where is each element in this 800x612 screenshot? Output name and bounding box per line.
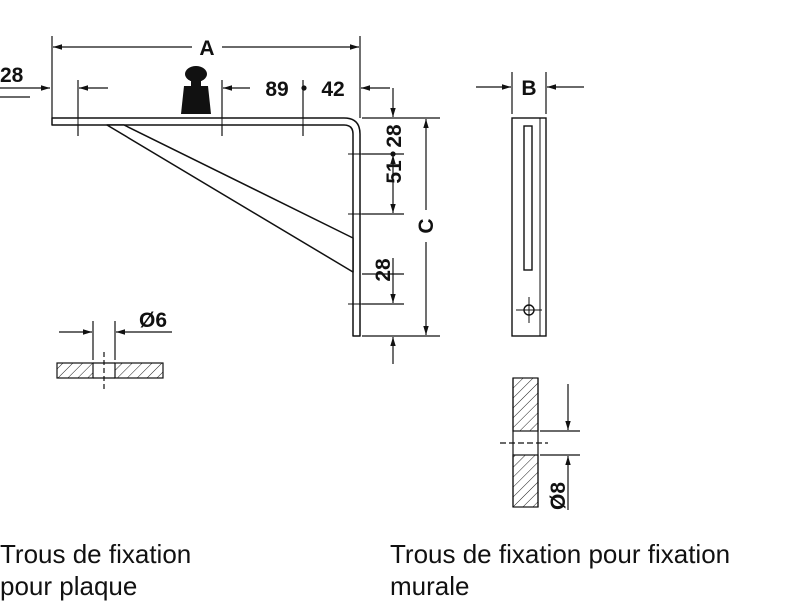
dimension-left-offset: [0, 80, 108, 136]
dimension-left-offset-label: 28: [0, 64, 24, 87]
dimension-hole-wall-label: Ø8: [547, 482, 570, 510]
dimension-28-top-label: 28: [383, 124, 406, 148]
bracket-profile: [51, 117, 361, 337]
dimension-89-label: 89: [265, 78, 288, 101]
bracket-hole-marks: [77, 113, 366, 305]
bracket-front-view: [511, 117, 547, 337]
dimension-51-label: 51: [383, 160, 406, 184]
caption-wall-holes: Trous de fixation pour fixation murale: [390, 539, 731, 601]
weight-icon: [181, 66, 211, 114]
dimension-separator-dot: [301, 85, 307, 91]
dimension-a: [51, 36, 361, 118]
plate-hole-detail: [56, 321, 172, 389]
dimension-separator-dot: [390, 151, 396, 157]
dimension-c-label: C: [415, 218, 438, 233]
bracket-slot: [523, 125, 533, 271]
dimension-a-label: A: [199, 37, 214, 60]
dimension-42-label: 42: [321, 78, 344, 101]
bracket-side-view: [51, 117, 361, 337]
wall-hole-detail: [500, 377, 580, 510]
dimension-b: [476, 72, 584, 114]
dimension-hole-plate-label: Ø6: [139, 309, 167, 332]
bracket-strut: [106, 124, 354, 273]
caption-plate-holes: Trous de fixation pour plaque: [0, 539, 192, 601]
dimension-28-bottom-label: 28: [372, 258, 395, 282]
dimension-vertical-chain: [362, 88, 440, 364]
dimension-b-label: B: [521, 77, 536, 100]
